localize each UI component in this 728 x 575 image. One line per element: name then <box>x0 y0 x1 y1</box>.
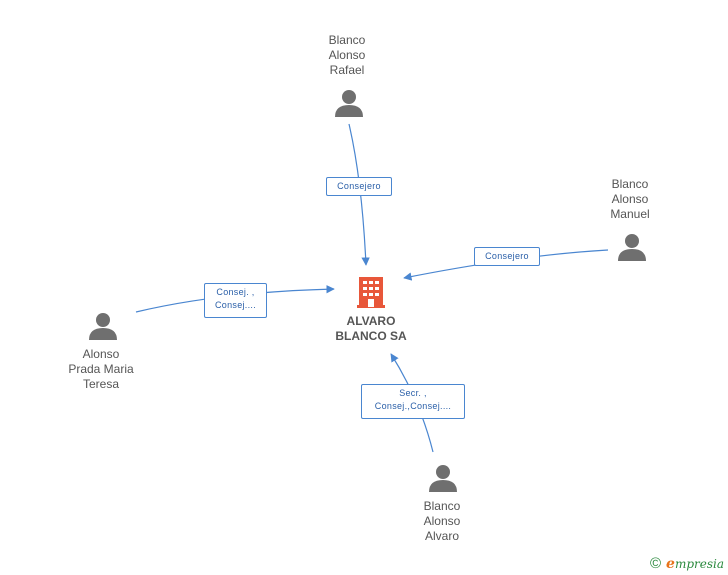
copyright-icon: © <box>649 555 662 572</box>
person-icon <box>429 465 457 492</box>
person-label-alvaro[interactable]: Blanco Alonso Alvaro <box>423 499 461 543</box>
person-icon <box>618 234 646 261</box>
footer-brand: © empresia <box>650 555 724 572</box>
brand-rest: mpresia <box>674 556 724 571</box>
brand-initial: e <box>666 555 675 572</box>
edge-label-manuel[interactable]: Consejero <box>474 247 540 266</box>
edge-label-alvaro[interactable]: Secr. , Consej.,Consej.... <box>361 384 465 419</box>
person-icon <box>89 313 117 340</box>
person-label-teresa[interactable]: Alonso Prada Maria Teresa <box>68 347 134 391</box>
person-label-manuel[interactable]: Blanco Alonso Manuel <box>610 177 650 221</box>
building-icon <box>357 277 385 308</box>
edge-label-rafael[interactable]: Consejero <box>326 177 392 196</box>
person-label-rafael[interactable]: Blanco Alonso Rafael <box>328 33 366 77</box>
brand-logo[interactable]: empresia <box>666 556 724 572</box>
company-name[interactable]: ALVARO BLANCO SA <box>335 314 407 343</box>
person-icon <box>335 90 363 117</box>
edge-label-teresa[interactable]: Consej. , Consej.... <box>204 283 267 318</box>
